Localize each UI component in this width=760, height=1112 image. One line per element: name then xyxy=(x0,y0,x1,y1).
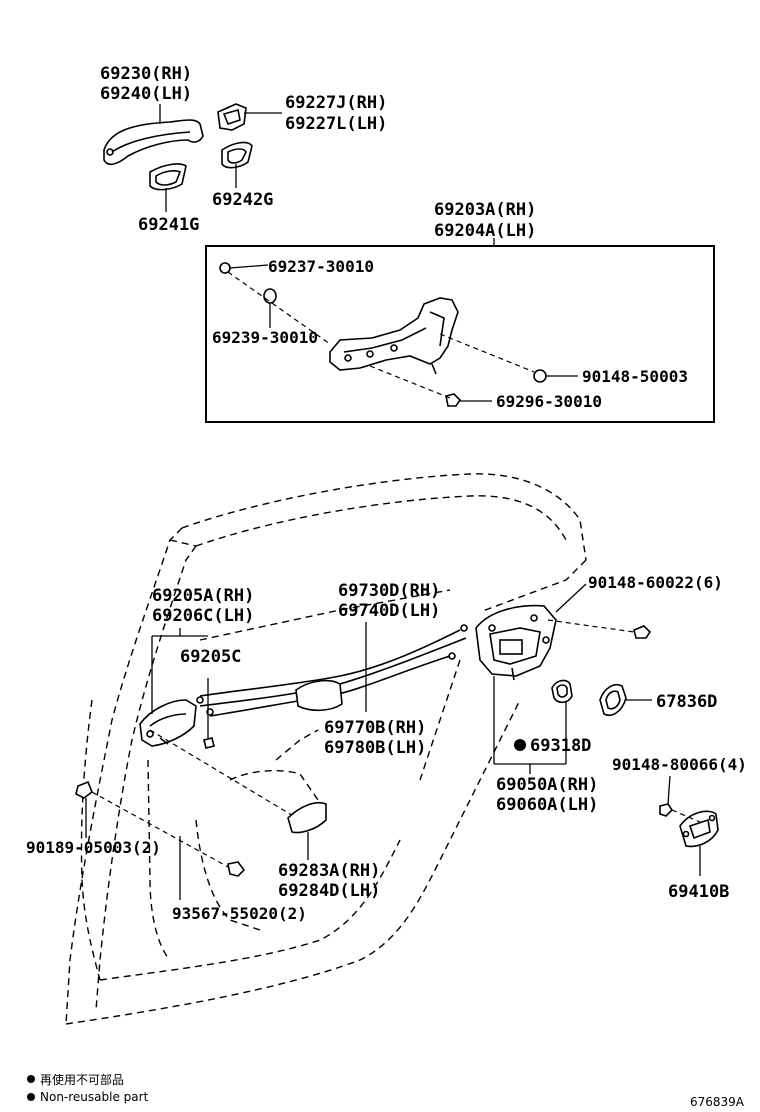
label-69237: 69237-30010 xyxy=(268,257,374,276)
screw-69237 xyxy=(219,262,269,274)
grommet-67836d xyxy=(599,684,627,716)
label-69296: 69296-30010 xyxy=(496,392,602,411)
non-reusable-dot-69318d xyxy=(514,739,526,751)
striker-69410b xyxy=(679,810,719,848)
outside-handle xyxy=(103,119,204,166)
label-69239: 69239-30010 xyxy=(212,328,318,347)
handle-cap-piece xyxy=(217,103,247,131)
label-69730d: 69730D(RH) xyxy=(338,581,440,601)
legend-line-1: 再使用不可部品 xyxy=(40,1072,124,1087)
screw-90148-80066 xyxy=(659,803,674,817)
inside-handle-screw xyxy=(203,737,215,749)
label-69050a: 69050A(RH) xyxy=(496,775,598,795)
diagram-code: 676839A xyxy=(690,1095,745,1109)
cover-69283a xyxy=(287,802,327,834)
door-lock xyxy=(475,604,557,681)
door-outline xyxy=(65,473,587,1025)
leader-90148-60022 xyxy=(555,583,587,613)
label-69770b: 69770B(RH) xyxy=(324,718,426,738)
handle-pad-69242g xyxy=(221,141,253,169)
cables xyxy=(196,624,468,717)
label-69780b: 69780B(LH) xyxy=(324,738,426,758)
label-69060a: 69060A(LH) xyxy=(496,795,598,815)
frame-box xyxy=(205,245,715,423)
dash-bolt-line xyxy=(439,333,535,373)
bolt-90148-50003 xyxy=(533,369,578,383)
label-69240: 69240(LH) xyxy=(100,84,192,104)
frame-bracket xyxy=(329,297,459,375)
label-69227l: 69227L(LH) xyxy=(285,114,387,134)
label-90189: 90189-05003(2) xyxy=(26,838,161,857)
label-69206c: 69206C(LH) xyxy=(152,606,254,626)
label-67836d: 67836D xyxy=(656,692,717,712)
label-90148-60022: 90148-60022(6) xyxy=(588,573,723,592)
screw-93567 xyxy=(227,861,246,877)
clip-90189 xyxy=(75,780,93,799)
legend-dot-2 xyxy=(27,1093,35,1101)
label-69318d: 69318D xyxy=(530,736,591,756)
label-69740d: 69740D(LH) xyxy=(338,601,440,621)
label-69284d: 69284D(LH) xyxy=(278,881,380,901)
label-69205a: 69205A(RH) xyxy=(152,586,254,606)
dash-lock-screw xyxy=(547,619,635,633)
inside-handle xyxy=(139,699,197,747)
label-90148-50003: 90148-50003 xyxy=(582,367,688,386)
label-69203a: 69203A(RH) xyxy=(434,200,536,220)
dash-screw2-line xyxy=(369,365,451,399)
legend-line-2: Non-reusable part xyxy=(40,1090,149,1104)
label-69241g: 69241G xyxy=(138,215,199,235)
label-69230: 69230(RH) xyxy=(100,64,192,84)
label-69227j: 69227J(RH) xyxy=(285,93,387,113)
label-69283a: 69283A(RH) xyxy=(278,861,380,881)
leader-90148-80066 xyxy=(667,775,671,805)
label-69242g: 69242G xyxy=(212,190,273,210)
seal-69318d xyxy=(551,679,573,704)
screw-69296 xyxy=(445,393,492,407)
handle-pad-69241g xyxy=(149,163,187,191)
label-93567: 93567-55020(2) xyxy=(172,904,307,923)
label-69204a: 69204A(LH) xyxy=(434,221,536,241)
label-90148-80066: 90148-80066(4) xyxy=(612,755,747,774)
bushing-69239 xyxy=(263,288,277,328)
dash-screw-line xyxy=(227,271,331,345)
label-69410b: 69410B xyxy=(668,882,729,902)
legend-dot-1 xyxy=(27,1075,35,1083)
screw-90148-60022 xyxy=(633,625,652,639)
label-69205c: 69205C xyxy=(180,647,241,667)
dash-handle-line xyxy=(149,729,301,821)
